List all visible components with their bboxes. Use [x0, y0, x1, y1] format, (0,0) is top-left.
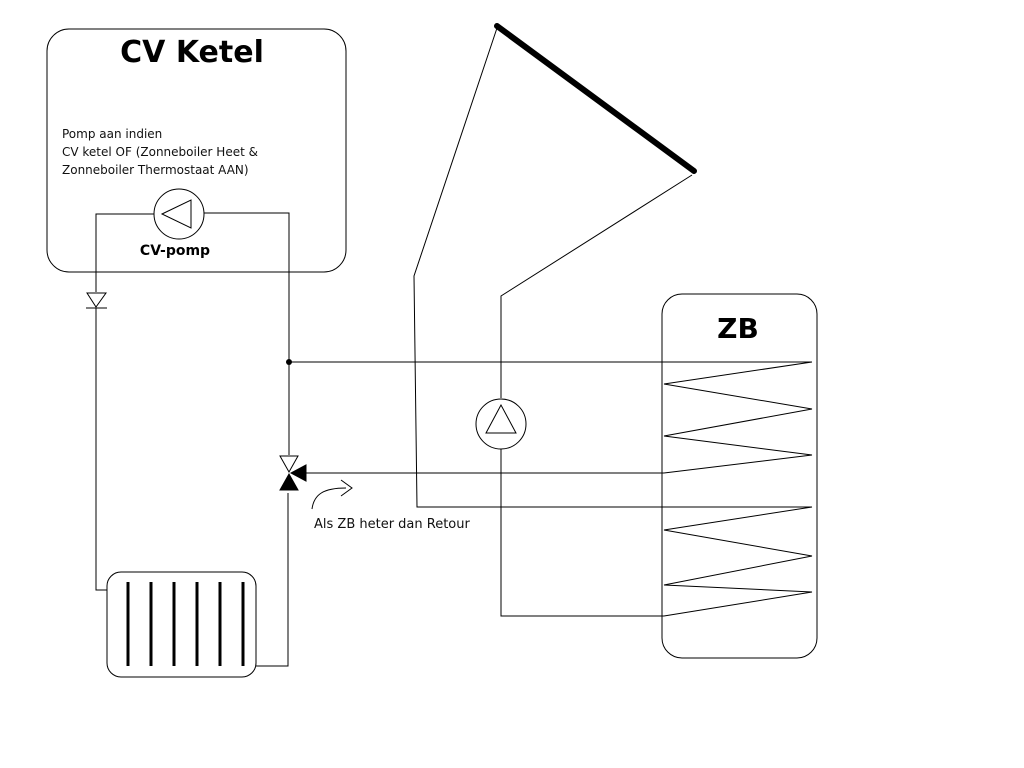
solar-pump-triangle	[485, 403, 517, 434]
curved-arrow-head	[340, 479, 353, 497]
pipe-pump-left	[95, 213, 154, 292]
boiler-box	[46, 28, 347, 273]
pipe-solar-pump-down	[500, 449, 664, 617]
radiator-box	[106, 571, 257, 678]
solar-collector-panel	[494, 23, 697, 174]
curved-arrow-icon	[311, 487, 347, 510]
check-valve-icon	[86, 292, 107, 308]
pipe-pump-right	[204, 212, 290, 455]
boiler-title: CV Ketel	[120, 35, 264, 70]
radiator-fins	[126, 582, 245, 666]
valve-note: Als ZB heter dan Retour	[314, 517, 471, 532]
boiler-note-line-2: CV ketel OF (Zonneboiler Heet &	[62, 145, 258, 159]
cv-pump-label: CV-pomp	[140, 243, 210, 259]
pipe-radiator-return	[256, 493, 289, 667]
boiler-note-line-3: Zonneboiler Thermostaat AAN)	[62, 163, 249, 177]
pipe-left-down	[95, 308, 107, 591]
zb-lower-coil	[663, 506, 813, 617]
zb-title: ZB	[717, 312, 759, 345]
zb-upper-coil	[663, 361, 813, 474]
pipe-collector-right	[500, 174, 693, 398]
zb-tank	[661, 293, 818, 659]
boiler-note-line-1: Pomp aan indien	[62, 127, 162, 141]
pipe-collector-left	[413, 27, 664, 508]
solar-pump-icon	[475, 398, 527, 450]
three-way-valve-icon	[279, 455, 307, 491]
cv-pump-triangle	[160, 199, 192, 229]
